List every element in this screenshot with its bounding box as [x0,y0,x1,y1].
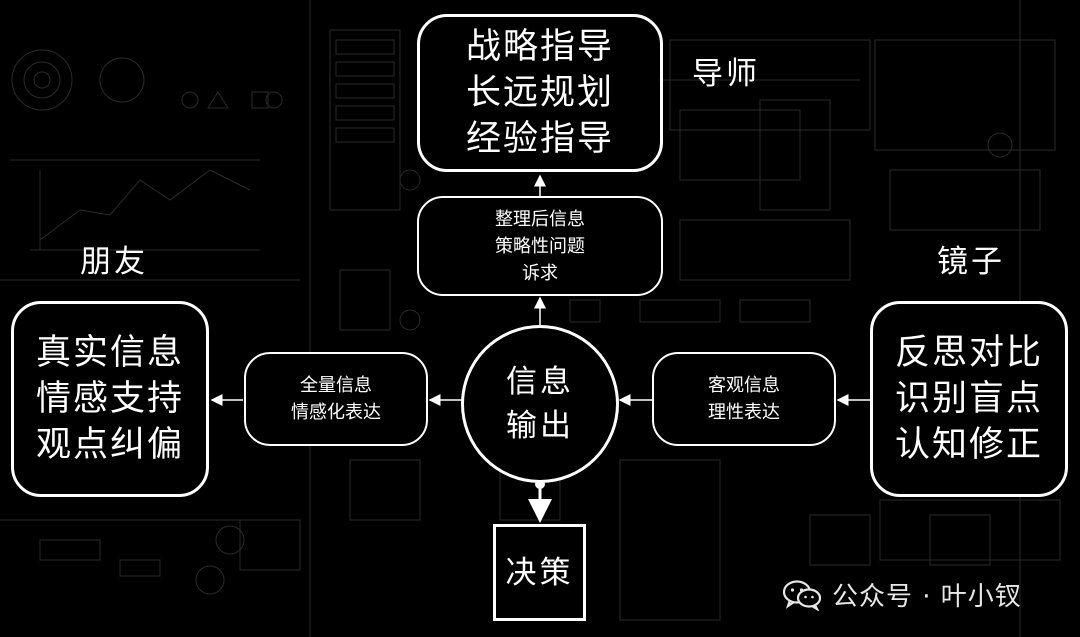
mentor-item: 长远规划 [465,73,614,113]
mirror-item: 认知修正 [894,425,1043,465]
mentor-link-box: 整理后信息 策略性问题 诉求 [417,196,663,296]
mirror-link-box: 客观信息 理性表达 [652,352,836,446]
center-info-output: 信息 输出 [461,325,619,483]
mentor-link-item: 策略性问题 [495,235,585,257]
mirror-link-item: 理性表达 [708,402,780,423]
friend-link-item: 全量信息 [300,375,372,396]
mentor-label: 导师 [692,56,760,92]
center-text: 输出 [506,408,574,444]
wechat-icon [782,579,822,611]
friend-item: 观点纠偏 [35,425,184,465]
mirror-item: 反思对比 [894,333,1043,373]
mirror-label: 镜子 [937,244,1005,280]
mentor-item: 战略指导 [465,27,614,67]
friend-item: 情感支持 [35,379,184,419]
friend-box: 真实信息 情感支持 观点纠偏 [11,301,209,497]
friend-label: 朋友 [80,244,148,280]
friend-link-item: 情感化表达 [291,402,381,423]
mirror-box: 反思对比 识别盲点 认知修正 [870,301,1068,497]
mentor-item: 经验指导 [465,119,614,159]
decision-text: 决策 [505,554,574,591]
mirror-item: 识别盲点 [894,379,1043,419]
watermark-text: 公众号 · 叶小钗 [832,582,1022,612]
mirror-link-item: 客观信息 [708,375,780,396]
decision-box: 决策 [493,524,586,621]
friend-link-box: 全量信息 情感化表达 [244,352,428,446]
center-text: 信息 [506,364,574,400]
watermark: 公众号 · 叶小钗 [782,576,1022,613]
mentor-link-item: 整理后信息 [495,208,585,230]
mentor-link-item: 诉求 [522,262,558,284]
mentor-box: 战略指导 长远规划 经验指导 [417,14,663,172]
friend-item: 真实信息 [35,333,184,373]
